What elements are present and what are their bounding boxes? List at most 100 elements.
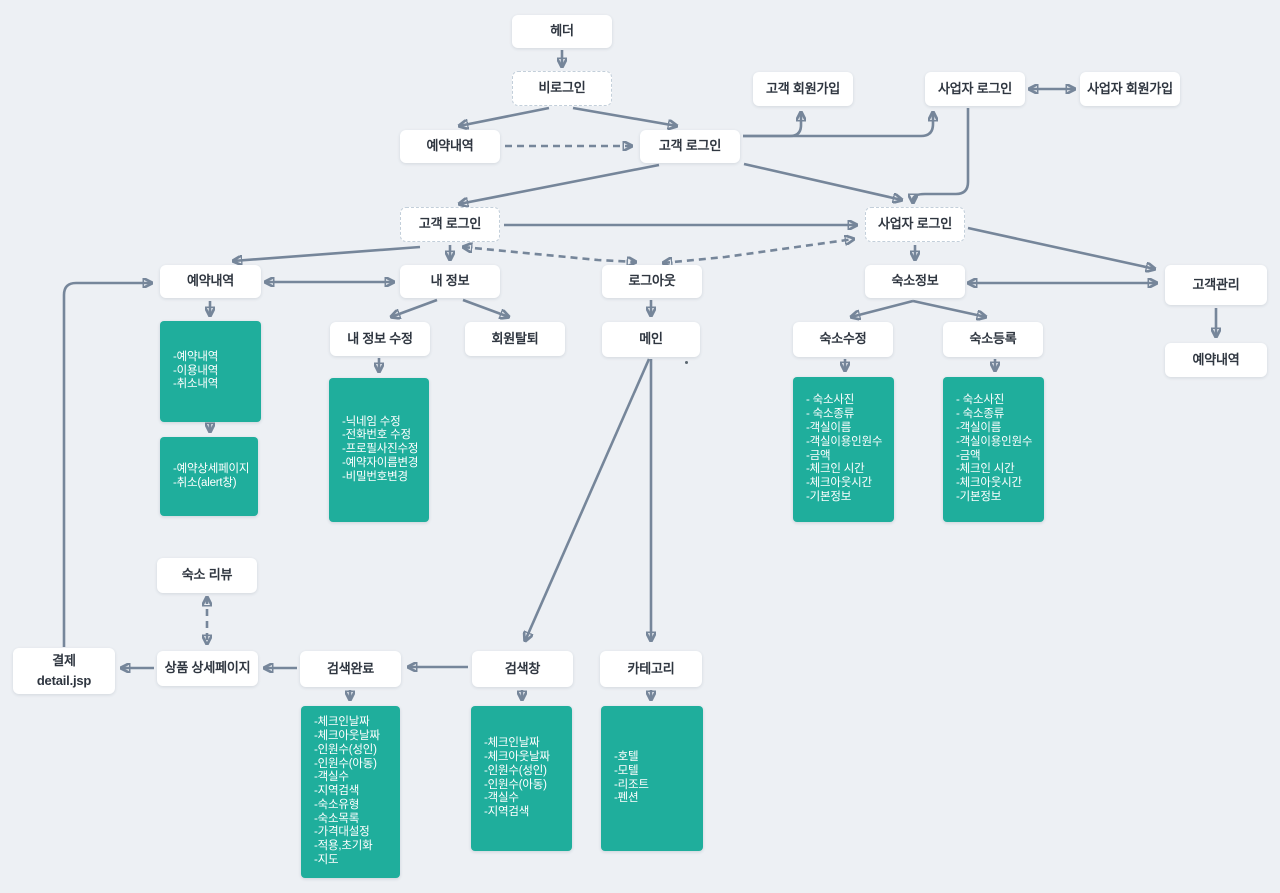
list-item: -체크아웃날짜 bbox=[484, 750, 550, 763]
edge-main-to-search-box bbox=[525, 358, 651, 641]
list-item: -인원수(성인) bbox=[314, 743, 377, 756]
teal-reservation-detail-items: -예약상세페이지 -취소(alert창) bbox=[160, 463, 253, 491]
node-lodging-info: 숙소정보 bbox=[865, 265, 965, 298]
node-lodging-review: 숙소 리뷰 bbox=[157, 558, 257, 593]
list-item: -취소(alert창) bbox=[173, 476, 237, 489]
list-item: -체크인 시간 bbox=[806, 463, 865, 476]
stray-dot bbox=[685, 361, 688, 364]
list-item: -전화번호 수정 bbox=[342, 429, 411, 442]
node-withdraw-label: 회원탈퇴 bbox=[491, 330, 539, 346]
node-reservation-right-label: 예약내역 bbox=[1192, 351, 1240, 367]
list-item: -체크아웃날짜 bbox=[314, 729, 380, 742]
list-item: -객실수 bbox=[484, 792, 519, 805]
teal-reservation-list-items: -예약내역 -이용내역 -취소내역 bbox=[160, 351, 222, 392]
edge-customer-login-to-reservation-left bbox=[233, 245, 421, 261]
teal-category-items: -호텔 -모텔 -리조트 -펜션 bbox=[601, 751, 653, 806]
node-my-info-edit: 내 정보 수정 bbox=[330, 322, 430, 356]
list-item: -프로필사진수정 bbox=[342, 443, 419, 456]
edge-no-login-to-reservation-top bbox=[459, 106, 550, 126]
node-lodging-register: 숙소등록 bbox=[943, 322, 1043, 357]
node-category: 카테고리 bbox=[600, 651, 702, 687]
node-no-login-label: 비로그인 bbox=[538, 80, 586, 96]
node-main-label: 메인 bbox=[639, 331, 663, 347]
teal-search-box-list: -체크인날짜 -체크아웃날짜 -인원수(성인) -인원수(아동) -객실수 -지… bbox=[471, 706, 572, 851]
node-business-signup-label: 사업자 회원가입 bbox=[1087, 80, 1173, 96]
node-logout: 로그아웃 bbox=[602, 265, 702, 298]
node-payment: 결제 detail.jsp bbox=[13, 648, 115, 694]
list-item: -모텔 bbox=[614, 764, 639, 777]
node-reservation-left-label: 예약내역 bbox=[186, 273, 235, 289]
list-item: - 숙소종류 bbox=[806, 408, 855, 421]
node-business-login-label: 사업자 로그인 bbox=[878, 216, 952, 232]
edge-customer-login-top-to-business-login-top bbox=[743, 112, 933, 138]
teal-my-info-edit-items: -닉네임 수정 -전화번호 수정 -프로필사진수정 -예약자이름변경 -비밀번호… bbox=[329, 416, 422, 485]
list-item: -예약상세페이지 bbox=[173, 462, 250, 475]
list-item: -취소내역 bbox=[173, 378, 219, 391]
node-logout-label: 로그아웃 bbox=[628, 273, 676, 289]
list-item: -체크인날짜 bbox=[484, 737, 540, 750]
list-item: -지도 bbox=[314, 854, 339, 867]
list-item: -리조트 bbox=[614, 778, 649, 791]
node-business-login-top: 사업자 로그인 bbox=[925, 72, 1025, 106]
edge-my-info-to-withdraw bbox=[462, 298, 509, 317]
node-my-info-edit-label: 내 정보 수정 bbox=[347, 330, 413, 346]
node-withdraw: 회원탈퇴 bbox=[465, 322, 565, 356]
node-reservation-right: 예약내역 bbox=[1165, 343, 1267, 377]
list-item: -비밀번호변경 bbox=[342, 470, 408, 483]
node-payment-sublabel: detail.jsp bbox=[36, 672, 92, 688]
teal-reservation-list: -예약내역 -이용내역 -취소내역 bbox=[160, 321, 261, 422]
list-item: -체크인 시간 bbox=[956, 463, 1015, 476]
edge-customer-login-logout bbox=[463, 247, 636, 262]
node-lodging-info-label: 숙소정보 bbox=[891, 273, 939, 289]
list-item: -적용,초기화 bbox=[314, 840, 373, 853]
list-item: -체크아웃시간 bbox=[806, 477, 872, 490]
list-item: -이용내역 bbox=[173, 364, 219, 377]
node-search-done: 검색완료 bbox=[300, 651, 401, 687]
list-item: -체크인날짜 bbox=[314, 716, 370, 729]
edge-customer-login-top-to-customer-signup bbox=[743, 112, 801, 138]
list-item: -인원수(아동) bbox=[314, 757, 377, 770]
node-reservation-left: 예약내역 bbox=[160, 265, 261, 298]
node-no-login: 비로그인 bbox=[512, 71, 612, 106]
teal-lodging-edit-list: - 숙소사진 - 숙소종류 -객실이름 -객실이용인원수 -금액 -체크인 시간… bbox=[793, 377, 894, 522]
node-main: 메인 bbox=[602, 322, 700, 357]
node-customer-signup-label: 고객 회원가입 bbox=[766, 80, 840, 96]
node-product-detail: 상품 상세페이지 bbox=[157, 651, 258, 686]
node-header-label: 헤더 bbox=[550, 23, 574, 39]
edge-payment-to-reservation-left bbox=[62, 283, 152, 647]
edge-my-info-to-edit bbox=[391, 298, 438, 317]
teal-search-done-list: -체크인날짜 -체크아웃날짜 -인원수(성인) -인원수(아동) -객실수 -지… bbox=[301, 706, 400, 878]
list-item: -숙소유형 bbox=[314, 798, 360, 811]
list-item: -금액 bbox=[956, 449, 981, 462]
list-item: -펜션 bbox=[614, 792, 639, 805]
list-item: -기본정보 bbox=[806, 490, 852, 503]
edge-logout-business-login bbox=[663, 239, 854, 263]
teal-category-list: -호텔 -모텔 -리조트 -펜션 bbox=[601, 706, 703, 851]
node-search-box-label: 검색창 bbox=[504, 660, 541, 676]
teal-my-info-edit-list: -닉네임 수정 -전화번호 수정 -프로필사진수정 -예약자이름변경 -비밀번호… bbox=[329, 378, 429, 522]
list-item: -예약내역 bbox=[173, 350, 219, 363]
node-header: 헤더 bbox=[512, 15, 612, 48]
node-customer-mgmt-label: 고객관리 bbox=[1192, 276, 1240, 292]
list-item: - 숙소종류 bbox=[956, 408, 1005, 421]
node-my-info-label: 내 정보 bbox=[430, 273, 470, 289]
node-business-login: 사업자 로그인 bbox=[865, 207, 965, 242]
list-item: -객실이용인원수 bbox=[806, 435, 883, 448]
list-item: -체크아웃시간 bbox=[956, 477, 1022, 490]
teal-search-done-items: -체크인날짜 -체크아웃날짜 -인원수(성인) -인원수(아동) -객실수 -지… bbox=[301, 716, 384, 868]
node-customer-signup: 고객 회원가입 bbox=[753, 72, 853, 106]
node-payment-label: 결제 bbox=[52, 653, 76, 669]
list-item: -기본정보 bbox=[956, 490, 1002, 503]
edge-customer-login-top-to-business-login bbox=[743, 162, 902, 200]
node-reservation-top-label: 예약내역 bbox=[426, 138, 474, 154]
node-search-done-label: 검색완료 bbox=[326, 660, 375, 676]
node-category-label: 카테고리 bbox=[627, 660, 675, 676]
list-item: - 숙소사진 bbox=[806, 394, 855, 407]
list-item: -숙소목록 bbox=[314, 812, 360, 825]
teal-lodging-register-items: - 숙소사진 - 숙소종류 -객실이름 -객실이용인원수 -금액 -체크인 시간… bbox=[943, 394, 1036, 504]
list-item: -객실수 bbox=[314, 771, 349, 784]
list-item: -객실이름 bbox=[956, 421, 1002, 434]
node-customer-login: 고객 로그인 bbox=[400, 207, 500, 242]
edge-lodging-info-to-register bbox=[912, 299, 986, 317]
